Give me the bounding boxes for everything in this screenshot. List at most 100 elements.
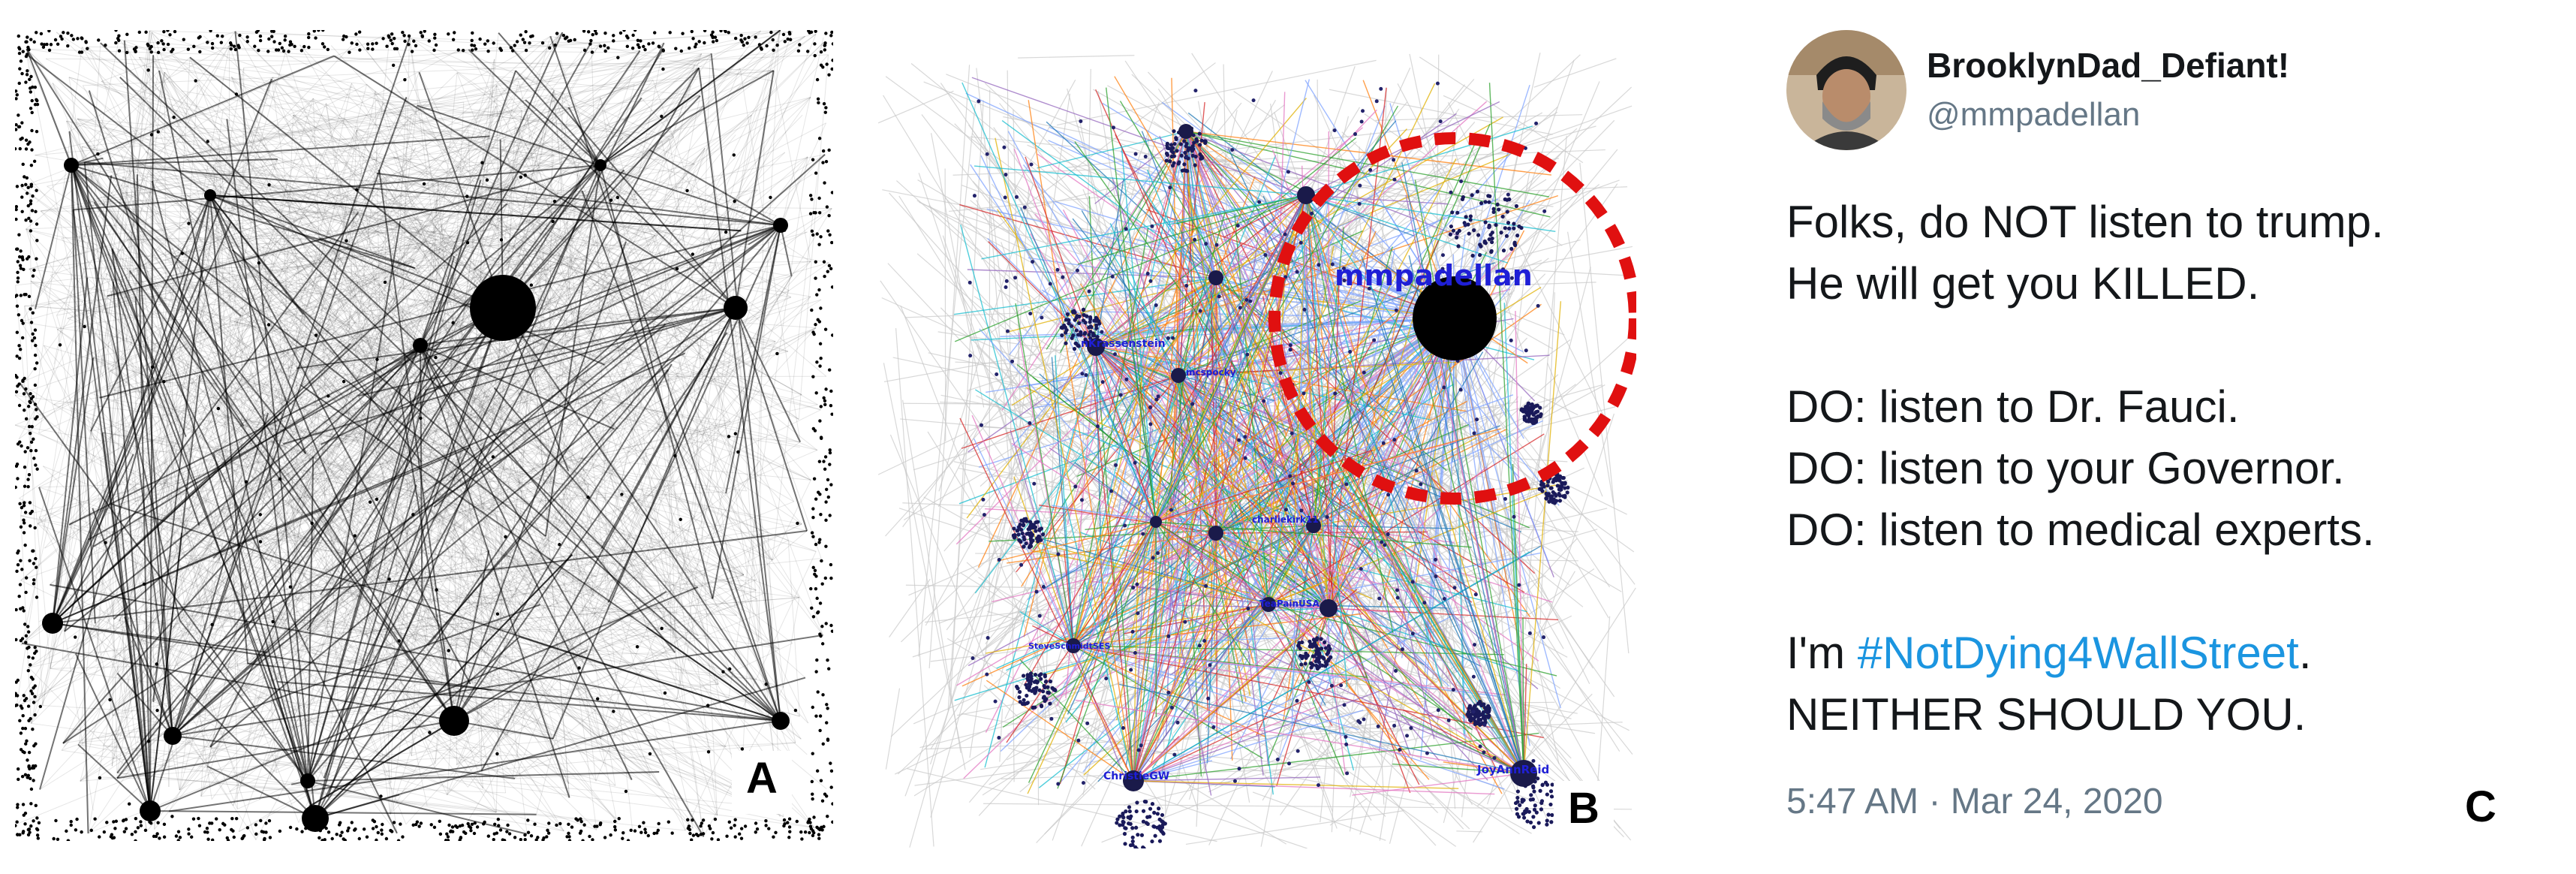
network-node xyxy=(470,43,474,47)
network-node xyxy=(26,203,30,208)
network-node xyxy=(274,48,278,52)
network-node xyxy=(32,437,35,442)
network-node xyxy=(706,750,711,754)
network-node xyxy=(17,47,22,51)
network-node xyxy=(449,829,453,833)
network-node xyxy=(642,44,646,49)
network-node xyxy=(16,678,20,683)
network-node xyxy=(1198,152,1202,157)
network-node xyxy=(58,343,62,347)
network-node xyxy=(162,47,166,52)
network-node xyxy=(1013,276,1018,280)
network-node xyxy=(815,596,819,601)
network-node xyxy=(1148,279,1153,283)
network-edge xyxy=(259,523,802,800)
network-node xyxy=(434,43,438,47)
network-edge xyxy=(355,469,428,806)
network-edge xyxy=(77,743,151,812)
network-hub-node xyxy=(64,158,79,173)
network-node xyxy=(492,41,495,45)
network-node xyxy=(32,40,36,44)
network-edge xyxy=(495,565,676,653)
network-edge xyxy=(116,227,687,779)
network-edge xyxy=(320,594,737,616)
network-node xyxy=(1084,373,1088,378)
network-edge xyxy=(226,398,694,829)
network-node xyxy=(769,195,772,200)
network-edge xyxy=(175,298,618,823)
network-node xyxy=(1088,315,1093,320)
network-node xyxy=(821,742,825,746)
network-hub-node xyxy=(439,706,469,736)
network-edge xyxy=(205,577,530,760)
network-edge xyxy=(1305,125,1533,196)
network-edge xyxy=(113,345,421,620)
network-node xyxy=(1367,286,1371,291)
network-edge xyxy=(20,248,422,581)
network-node xyxy=(1548,789,1554,794)
network-node xyxy=(162,822,167,827)
network-edge xyxy=(1454,318,1561,709)
network-node xyxy=(486,39,490,43)
network-edge xyxy=(56,329,148,832)
network-node xyxy=(379,794,383,798)
network-node xyxy=(160,39,164,43)
network-node xyxy=(113,827,117,830)
network-edge xyxy=(281,412,593,698)
network-node xyxy=(1027,688,1031,692)
network-node xyxy=(825,62,829,66)
network-node xyxy=(180,252,185,255)
network-edge xyxy=(153,701,564,832)
network-edge xyxy=(735,70,775,309)
network-node xyxy=(35,414,39,419)
network-edge xyxy=(357,212,408,330)
network-edge xyxy=(1524,135,1567,630)
network-node xyxy=(713,35,718,39)
network-node xyxy=(646,833,650,838)
network-node xyxy=(1251,98,1256,103)
network-node xyxy=(1478,744,1482,749)
network-edge xyxy=(124,616,173,737)
network-edge xyxy=(262,246,378,442)
network-edge xyxy=(698,68,781,722)
network-edge xyxy=(1305,194,1435,740)
network-node xyxy=(1230,148,1235,152)
network-edge xyxy=(122,192,315,704)
network-node xyxy=(655,831,659,835)
network-node xyxy=(27,750,32,755)
network-node xyxy=(1014,194,1019,199)
network-edge xyxy=(670,115,752,649)
network-edge xyxy=(93,202,308,631)
network-node xyxy=(1013,532,1017,538)
network-node xyxy=(209,30,212,33)
network-edge xyxy=(68,77,561,231)
network-node xyxy=(1521,815,1527,820)
network-node xyxy=(703,30,707,32)
network-edge xyxy=(1300,108,1460,333)
network-node xyxy=(451,38,456,42)
network-node xyxy=(105,821,109,824)
network-node xyxy=(1467,706,1471,710)
network-node xyxy=(1037,527,1042,532)
network-edge xyxy=(231,249,781,722)
network-edge xyxy=(701,267,784,817)
network-node xyxy=(219,41,224,44)
network-node xyxy=(233,47,238,52)
network-node xyxy=(166,30,170,32)
network-node xyxy=(1392,158,1396,162)
network-edge xyxy=(307,457,314,782)
network-edge xyxy=(356,130,695,176)
network-node xyxy=(420,35,425,38)
network-node xyxy=(307,32,311,36)
network-node xyxy=(1031,706,1035,710)
network-node xyxy=(1127,821,1131,826)
network-node xyxy=(1291,481,1296,486)
network-node xyxy=(389,828,393,833)
network-node xyxy=(15,205,19,209)
network-edge xyxy=(1153,121,1420,306)
network-node xyxy=(1114,463,1118,467)
network-node xyxy=(270,35,274,38)
network-edge xyxy=(1291,194,1307,727)
network-node xyxy=(16,767,20,771)
network-edge xyxy=(1155,442,1314,523)
